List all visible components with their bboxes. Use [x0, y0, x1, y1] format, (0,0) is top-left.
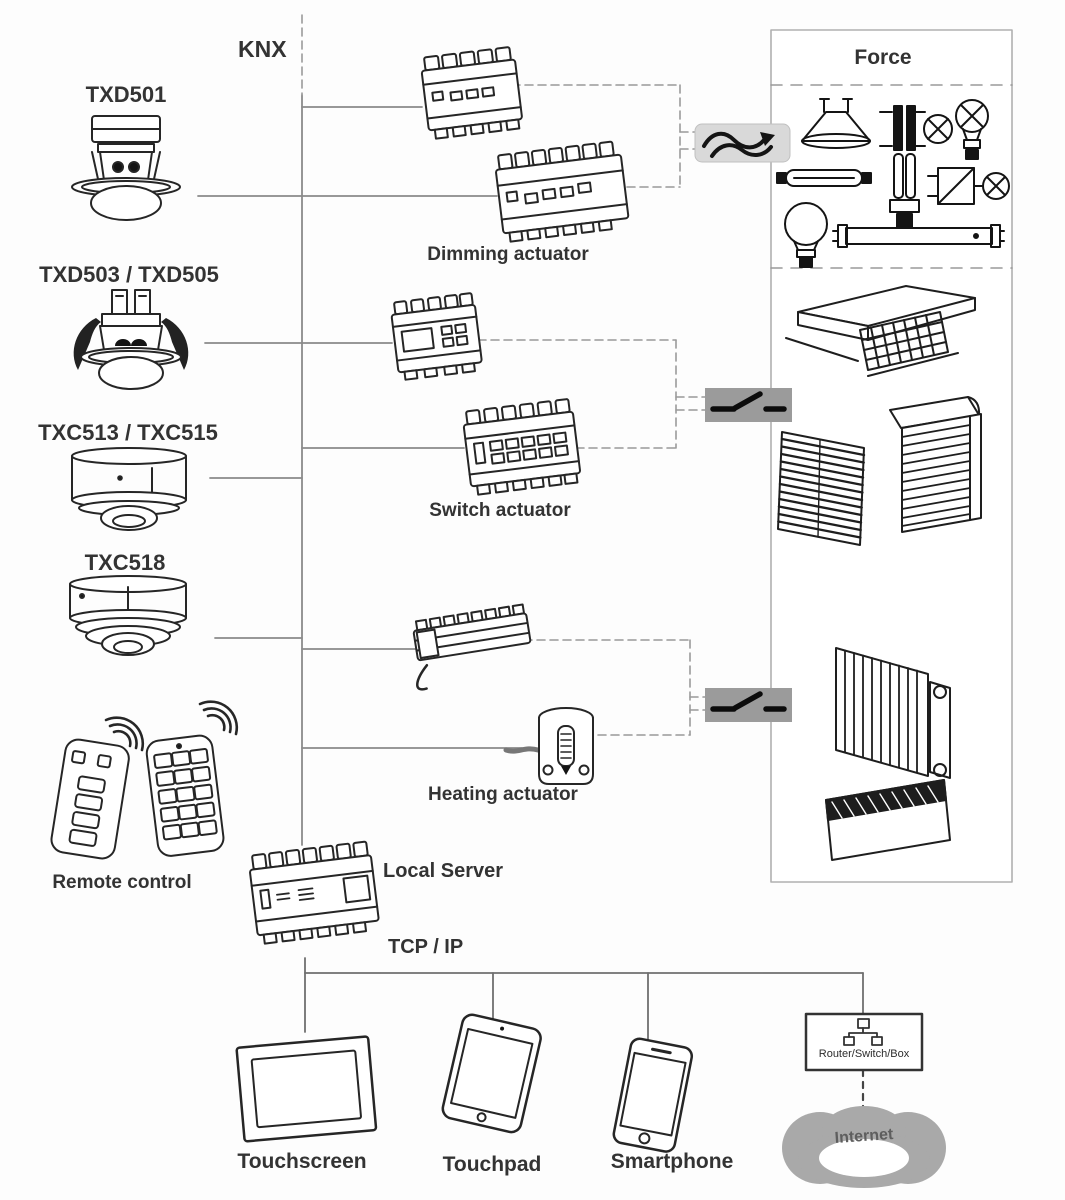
tcpip-bus-lines: [304, 957, 864, 1045]
txc518-label: TXC518: [84, 550, 166, 575]
remote-control-label: Remote control: [52, 872, 192, 893]
radiator-illustration: [835, 647, 951, 779]
lighting-symbols: [776, 98, 1010, 268]
knx-bus-lines: [197, 94, 523, 846]
txd501-label: TXD501: [85, 82, 167, 107]
shutter-illustrations: [777, 285, 982, 546]
internet-cloud: [782, 1106, 946, 1188]
heating-illustrations: [825, 647, 951, 861]
remote-control-2-illustration: [145, 734, 225, 857]
tcpip-label: TCP / IP: [388, 936, 464, 958]
switch-symbol-box-heating: [705, 688, 792, 722]
txd503-detector-illustration: [73, 289, 189, 390]
convector-illustration: [825, 779, 951, 861]
dimmer-symbol-box: [694, 123, 791, 163]
switch-actuator-label: Switch actuator: [429, 500, 571, 521]
dashed-links: [301, 14, 707, 736]
local-server-module: [249, 840, 380, 945]
touchscreen-illustration: [235, 1035, 378, 1143]
bulb-icon: [784, 202, 828, 268]
roller-shutter-illustration: [889, 396, 982, 533]
awning-illustration: [785, 285, 976, 377]
txd503-label: TXD503 / TXD505: [39, 262, 219, 287]
valve-actuator-illustration: [503, 707, 594, 785]
remote-control-1-illustration: [50, 738, 130, 860]
touchpad-illustration: [441, 1013, 542, 1134]
linear-halogen-icon: [776, 169, 872, 187]
halogen-spot-icon: [801, 98, 871, 149]
heating-rail-device: [412, 603, 532, 691]
smartphone-illustration: [612, 1037, 694, 1153]
smartphone-label: Smartphone: [610, 1150, 734, 1173]
incandescent-lamp-icon: [955, 99, 989, 160]
txc513-detector-illustration: [71, 447, 187, 531]
dimming-actuator-module-1: [420, 46, 523, 140]
remote-control-2-waves-icon: [198, 700, 239, 736]
electronic-transformer-lamp-icon: [927, 167, 1010, 205]
knx-bus-label: KNX: [238, 36, 287, 62]
txd501-detector-illustration: [71, 115, 181, 221]
venetian-blind-illustration: [777, 431, 866, 546]
dimming-actuator-module-2: [495, 140, 630, 243]
txc518-detector-illustration: [69, 575, 187, 656]
heating-actuator-label: Heating actuator: [428, 784, 578, 805]
router-label: Router/Switch/Box: [818, 1048, 910, 1060]
local-server-label: Local Server: [383, 860, 504, 882]
force-panel-title: Force: [854, 46, 912, 69]
switch-module-small: [390, 292, 483, 381]
router-box: [804, 1012, 924, 1072]
transformer-lamp-icon: [879, 105, 953, 151]
fluorescent-tube-icon: [832, 224, 1005, 248]
switch-symbol-box-shutter: [705, 388, 792, 422]
switch-actuator-module: [462, 398, 581, 496]
dimming-actuator-label: Dimming actuator: [427, 244, 589, 265]
network-icon: [843, 1018, 883, 1046]
txc513-label: TXC513 / TXC515: [38, 420, 218, 445]
touchscreen-label: Touchscreen: [237, 1150, 367, 1173]
remote-control-1-waves-icon: [104, 716, 145, 752]
touchpad-label: Touchpad: [442, 1153, 542, 1176]
